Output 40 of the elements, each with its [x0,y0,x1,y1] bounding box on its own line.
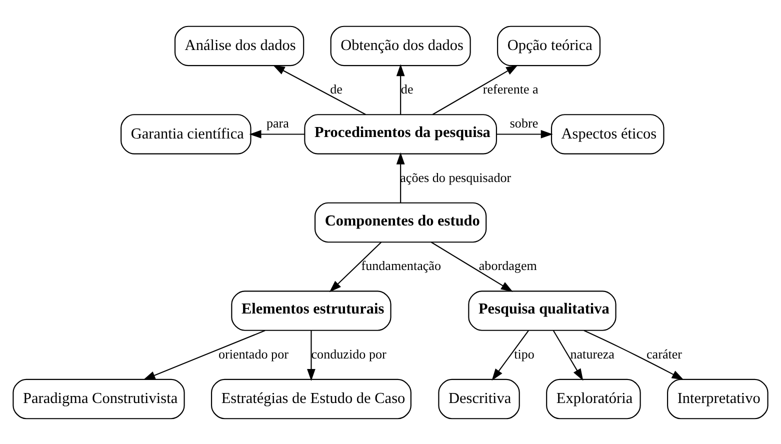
edge-label: para [266,114,289,130]
node-box: Componentes do estudo [314,202,487,242]
node-box: Paradigma Construtivista [12,378,185,419]
edge-label: fundamentação [361,258,442,273]
arrow [396,152,405,202]
arrow [492,330,529,380]
node-box: Opção teórica [497,25,601,66]
edge-label: de [400,80,414,96]
edge-label: sobre [510,114,538,130]
arrow [496,130,553,138]
node-box: Descritiva [438,378,520,419]
node-box: Pesquisa qualitativa [468,290,616,330]
arrow [307,330,316,380]
edge-label: tipo [514,346,534,361]
edge-label: ações do pesquisador [400,169,512,184]
arrow [552,330,584,380]
node-box: Procedimentos da pesquisa [304,114,498,154]
arrow [329,241,382,292]
node-box: Garantia científica [120,114,252,154]
edge-label: de [330,80,342,96]
arrow [431,241,513,292]
node-box: Aspectos éticos [550,114,664,154]
edge-label: orientado por [218,346,288,361]
arrow [584,330,684,380]
arrow [249,130,305,138]
node-box: Obtenção dos dados [330,25,471,66]
arrow [396,64,405,114]
edge-label: conduzido por [311,346,386,361]
arrow [272,64,366,114]
edge-label: natureza [570,346,614,361]
node-box: Elementos estruturais [231,290,392,330]
edge-label: abordagem [478,258,537,273]
node-box: Estratégias de Estudo de Caso [210,378,412,419]
arrow [143,330,266,380]
arrow [432,64,518,114]
node-box: Interpretativo [667,378,768,419]
node-box: Exploratória [546,378,641,419]
edge-label: referente a [482,80,538,96]
node-box: Análise dos dados [174,25,304,66]
edge-label: caráter [646,346,682,361]
